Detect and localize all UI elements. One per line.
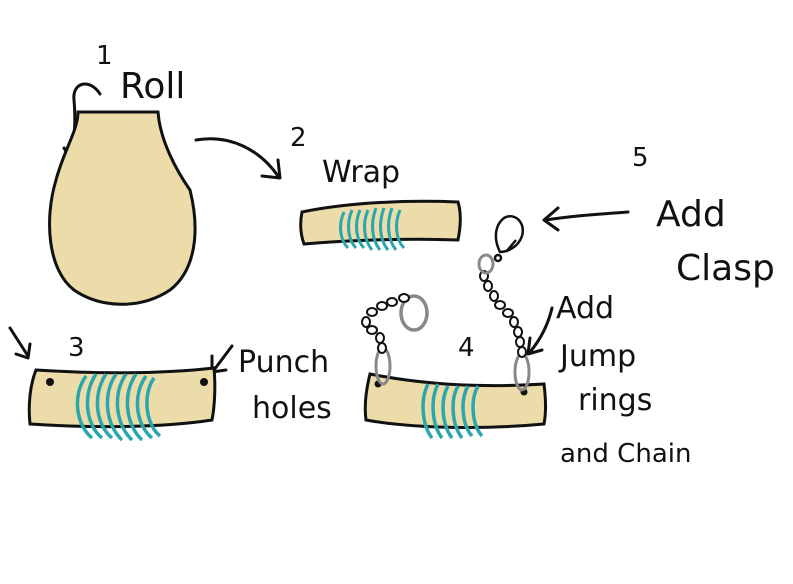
step-3-label-line2: holes bbox=[252, 391, 332, 426]
clasp-arrow-head bbox=[542, 206, 560, 232]
step-arrow-1-2-head bbox=[260, 158, 282, 180]
clasp-arrow bbox=[544, 210, 630, 222]
wire-wrap-4 bbox=[421, 383, 484, 440]
step-4-label-line4: and Chain bbox=[560, 439, 691, 469]
chain-right bbox=[479, 270, 527, 358]
step-5-label-line1: Add bbox=[656, 194, 726, 235]
step-1: 1 Roll bbox=[48, 41, 197, 306]
step-2-number: 2 bbox=[290, 123, 307, 153]
punch-hole-left bbox=[46, 378, 54, 386]
step-1-number: 1 bbox=[96, 41, 113, 71]
step-1-label: Roll bbox=[120, 66, 185, 107]
wire-wrap-2 bbox=[339, 207, 406, 251]
chain-end-ring bbox=[477, 253, 495, 275]
clay-strip-4 bbox=[363, 372, 547, 429]
jump-ring-arrow bbox=[528, 306, 554, 354]
clay-ball bbox=[48, 110, 197, 306]
step-4-label-line1: Add bbox=[556, 291, 614, 326]
step-3-label-line1: Punch bbox=[238, 345, 329, 380]
jump-ring-arrow-head bbox=[526, 336, 544, 356]
step-4-label-line3: rings bbox=[578, 383, 652, 418]
step-3-number: 3 bbox=[68, 333, 85, 363]
punch-arrow-right bbox=[212, 344, 234, 372]
step-4-number: 4 bbox=[458, 333, 475, 363]
step-3: 3 Punch holes bbox=[8, 326, 332, 442]
lobster-clasp bbox=[493, 215, 525, 263]
step-2-label: Wrap bbox=[322, 155, 400, 190]
wire-wrap-3 bbox=[75, 373, 162, 442]
step-5-number: 5 bbox=[632, 143, 649, 173]
step-2: 2 Wrap bbox=[290, 123, 462, 251]
step-4: 4 Add Jump rings and Chain bbox=[361, 253, 691, 469]
punch-hole-right bbox=[200, 378, 208, 386]
step-4-label-line2: Jump bbox=[558, 339, 636, 374]
clay-strip-3 bbox=[27, 366, 217, 429]
punch-arrow-left-head bbox=[14, 342, 32, 360]
punch-arrow-left bbox=[8, 326, 30, 358]
step-5-label-line2: Clasp bbox=[676, 248, 775, 289]
chain-left bbox=[361, 293, 410, 354]
jump-ring-loose bbox=[399, 294, 429, 332]
step-5: 5 Add Clasp bbox=[493, 143, 775, 289]
step-arrow-1-2 bbox=[194, 137, 280, 178]
